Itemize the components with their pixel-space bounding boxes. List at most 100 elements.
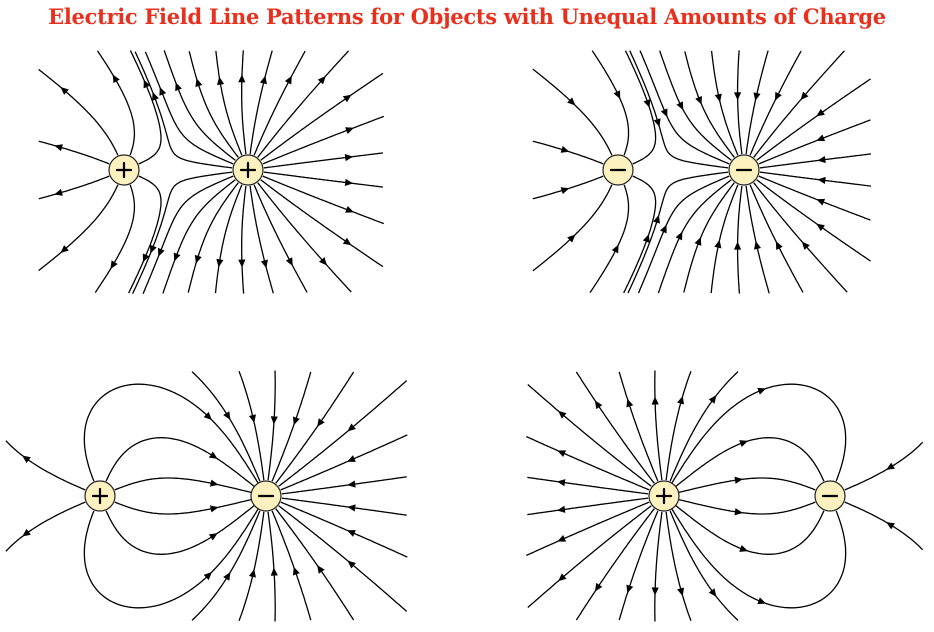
field-line-arrow [208, 451, 218, 459]
field-lines [532, 50, 872, 294]
field-line [5, 440, 86, 491]
field-line [238, 511, 265, 621]
field-line-arrow [347, 560, 356, 569]
field-line [758, 175, 871, 221]
field-line-arrow [342, 237, 352, 246]
field-line [736, 50, 743, 155]
field-line [753, 50, 845, 158]
field-line-arrow [194, 254, 202, 264]
field-line-arrow [209, 505, 219, 513]
field-line [624, 50, 657, 165]
field-line-arrow [112, 74, 120, 84]
field-line-arrow [676, 101, 684, 111]
field-line-arrow [22, 455, 31, 464]
field-line [262, 115, 385, 165]
field-line-arrow [816, 198, 826, 206]
large-negative-charge [250, 480, 282, 512]
field-line [527, 384, 652, 487]
field-line-arrow [739, 545, 749, 552]
field-line [280, 501, 408, 558]
field-line-arrow [734, 508, 743, 516]
field-line [589, 184, 630, 294]
field-line [759, 171, 872, 187]
field-line [675, 437, 825, 488]
field-line [260, 179, 384, 268]
panel-top-right [532, 50, 872, 294]
field-line-arrow [344, 153, 354, 162]
field-line [623, 175, 657, 294]
field-line [241, 50, 247, 155]
field-line [758, 119, 871, 165]
field-line-arrow [594, 400, 603, 410]
field-line [275, 371, 355, 484]
field-line-arrow [594, 582, 603, 592]
field-line-arrow [143, 79, 151, 89]
field-line [629, 50, 729, 169]
field-line [253, 50, 306, 156]
field-line [844, 501, 924, 551]
field-line-arrow [203, 571, 212, 581]
field-line [163, 50, 236, 161]
field-line-arrow [660, 224, 667, 234]
field-line-arrow [694, 237, 702, 246]
field-line [280, 434, 408, 491]
field-line-arrow [208, 533, 218, 541]
field-line-arrow [60, 87, 69, 95]
field-line-arrow [816, 223, 825, 232]
field-line-arrow [344, 178, 354, 187]
field-line-arrow [611, 244, 619, 254]
large-positive-charge [648, 480, 680, 512]
field-line-arrow [149, 244, 157, 254]
field-line-arrow [660, 108, 668, 118]
field-line-arrow [285, 257, 293, 267]
field-line-arrow [317, 565, 325, 574]
field-line [671, 383, 847, 484]
field-line [749, 184, 804, 293]
field-line-arrow [886, 462, 895, 470]
small-negative-charge [602, 154, 634, 186]
field-line [162, 179, 236, 294]
field-line-arrow [733, 92, 742, 101]
field-line [38, 68, 119, 156]
field-line-arrow [22, 528, 31, 537]
field-line-arrow [567, 234, 576, 243]
field-line [532, 68, 613, 156]
field-line [627, 171, 729, 294]
field-line-arrow [558, 573, 567, 582]
field-line-arrow [345, 127, 354, 134]
field-line [753, 182, 848, 293]
field-line-arrow [54, 188, 63, 196]
field-line-arrow [714, 239, 722, 249]
field-line [756, 179, 871, 262]
field-line-arrow [800, 91, 809, 100]
field-line-arrow [260, 259, 268, 269]
field-line-arrow [675, 231, 683, 241]
field-line [665, 511, 692, 621]
field-line [575, 508, 655, 621]
field-line-arrow [708, 588, 717, 597]
field-lines [38, 50, 385, 294]
panel-bottom-right [526, 370, 924, 622]
field-line [96, 50, 136, 156]
field-line [736, 185, 743, 294]
field-line [275, 508, 355, 621]
field-line-arrow [347, 455, 356, 462]
field-line [132, 171, 233, 294]
panel-bottom-left [5, 370, 408, 622]
field-line-arrow [757, 387, 767, 395]
field-line [83, 383, 259, 484]
field-line [144, 51, 234, 165]
field-line-arrow [152, 92, 159, 101]
field-line [759, 153, 872, 169]
field-line [665, 371, 692, 481]
field-line-arrow [613, 90, 621, 100]
field-line-arrow [626, 398, 634, 408]
field-line-arrow [817, 155, 826, 164]
field-line [527, 505, 652, 608]
field-line [710, 184, 739, 294]
field-line [618, 371, 659, 482]
field-line [669, 510, 739, 621]
field-line [532, 140, 604, 165]
field-line-arrow [560, 145, 570, 153]
